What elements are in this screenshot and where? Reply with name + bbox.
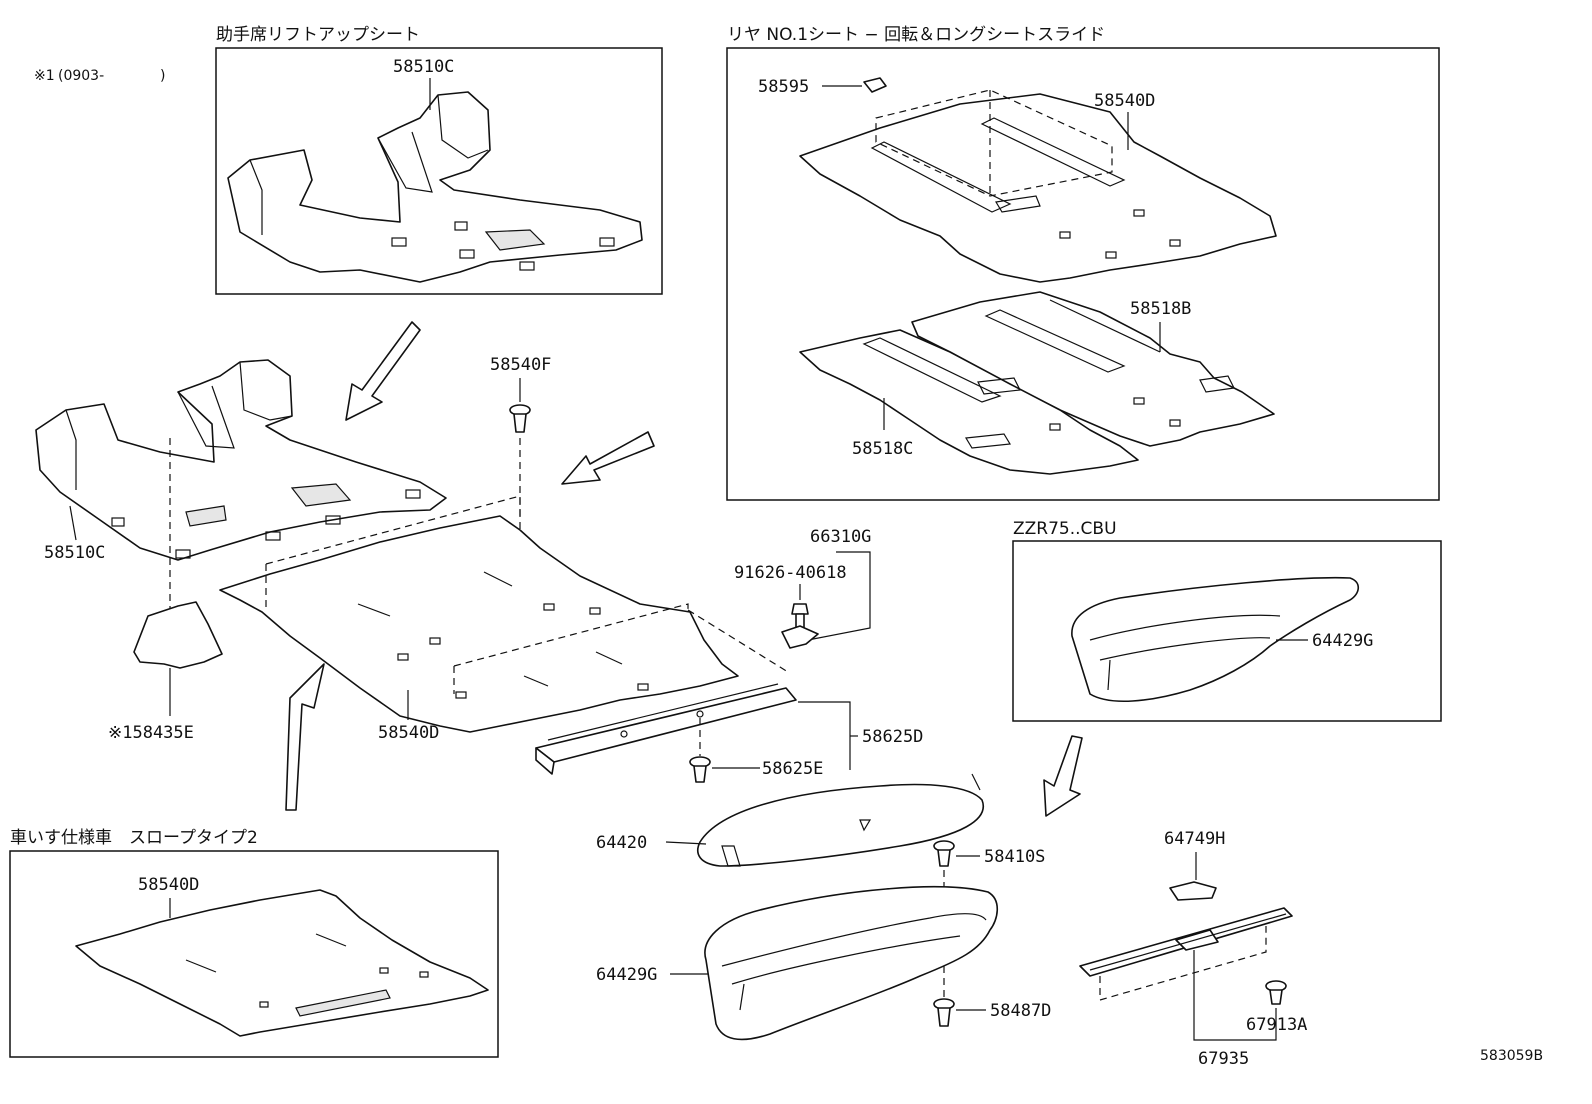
arrow-zzr75 bbox=[1043, 735, 1083, 817]
label-64749H: 64749H bbox=[1164, 829, 1225, 849]
figure-id: 583059B bbox=[1480, 1048, 1543, 1064]
label-58625D: 58625D bbox=[862, 727, 923, 747]
rear-seat-caption: リヤ NO.1シート − 回転＆ロングシートスライド bbox=[727, 25, 1105, 45]
leader-66310G bbox=[807, 551, 871, 641]
label-58540D-wheelchair: 58540D bbox=[138, 875, 199, 895]
leader-58510C bbox=[69, 505, 77, 541]
scuff-plate-67935 bbox=[1079, 907, 1293, 977]
label-64429G: 64429G bbox=[596, 965, 657, 985]
lift-up-seat-caption: 助手席リフトアップシート bbox=[216, 25, 420, 45]
label-58518C: 58518C bbox=[852, 439, 913, 459]
label-58487D: 58487D bbox=[990, 1001, 1051, 1021]
label-58595: 58595 bbox=[758, 77, 809, 97]
wheelchair-caption: 車いす仕様車 スロープタイプ2 bbox=[10, 828, 258, 848]
label-58518B: 58518B bbox=[1130, 299, 1191, 319]
part-58435E bbox=[133, 601, 223, 669]
note-range-open: (0903- bbox=[58, 68, 104, 84]
bracket-64749H bbox=[1169, 881, 1217, 901]
leader-67935 bbox=[1193, 950, 1277, 1041]
wheelchair-frame bbox=[9, 850, 499, 1058]
rail-58625D bbox=[535, 683, 797, 775]
rear-seat-frame bbox=[726, 47, 1440, 501]
arrow-wheelchair bbox=[285, 663, 325, 811]
dash-67935 bbox=[1099, 926, 1267, 1001]
note-marker: ※1 bbox=[34, 68, 55, 84]
dash-rear-seat bbox=[875, 89, 1113, 197]
carpet-58510C-liftup bbox=[227, 91, 643, 283]
clip-58625E bbox=[689, 756, 711, 783]
arrow-liftup bbox=[345, 321, 421, 421]
dash-carpet-top bbox=[265, 495, 521, 610]
clip-58410S bbox=[933, 840, 955, 867]
label-91626: 91626-40618 bbox=[734, 563, 847, 583]
carpet-58518C bbox=[799, 329, 1139, 475]
label-58625E: 58625E bbox=[762, 759, 823, 779]
lid-64420 bbox=[696, 773, 985, 867]
dash-carpet-right bbox=[453, 603, 789, 694]
zzr75-frame bbox=[1012, 540, 1442, 722]
label-58540F: 58540F bbox=[490, 355, 551, 375]
lift-up-seat-frame bbox=[215, 47, 663, 295]
label-67913A: 67913A bbox=[1246, 1015, 1307, 1035]
label-58510C: 58510C bbox=[44, 543, 105, 563]
carpet-58540D-wheelchair bbox=[75, 889, 489, 1037]
label-64429G-zzr75: 64429G bbox=[1312, 631, 1373, 651]
leader-64420 bbox=[665, 841, 707, 845]
clip-58540F bbox=[509, 404, 531, 433]
tray-64429G-zzr75 bbox=[1071, 576, 1360, 702]
label-58410S: 58410S bbox=[984, 847, 1045, 867]
leader-58625D bbox=[798, 701, 851, 770]
label-66310G: 66310G bbox=[810, 527, 871, 547]
bolt-91626 bbox=[791, 603, 809, 629]
label-58540D-top: 58540D bbox=[1094, 91, 1155, 111]
label-58435E: ※158435E bbox=[108, 723, 194, 743]
label-64420: 64420 bbox=[596, 833, 647, 853]
carpet-58540D-rear bbox=[799, 93, 1277, 283]
clip-58487D bbox=[933, 998, 955, 1027]
tray-64429G bbox=[704, 886, 999, 1041]
zzr75-caption: ZZR75..CBU bbox=[1013, 519, 1117, 539]
clip-67913A bbox=[1265, 980, 1287, 1005]
clip-58595 bbox=[863, 77, 887, 93]
label-58510C-top: 58510C bbox=[393, 57, 454, 77]
note-range-close: ) bbox=[160, 68, 165, 84]
carpet-58510C bbox=[35, 359, 447, 561]
label-58540D-main: 58540D bbox=[378, 723, 439, 743]
arrow-rear-seat bbox=[561, 431, 655, 485]
label-67935: 67935 bbox=[1198, 1049, 1249, 1069]
bracket-66310G bbox=[781, 625, 819, 649]
carpet-58540D-main bbox=[219, 515, 739, 733]
